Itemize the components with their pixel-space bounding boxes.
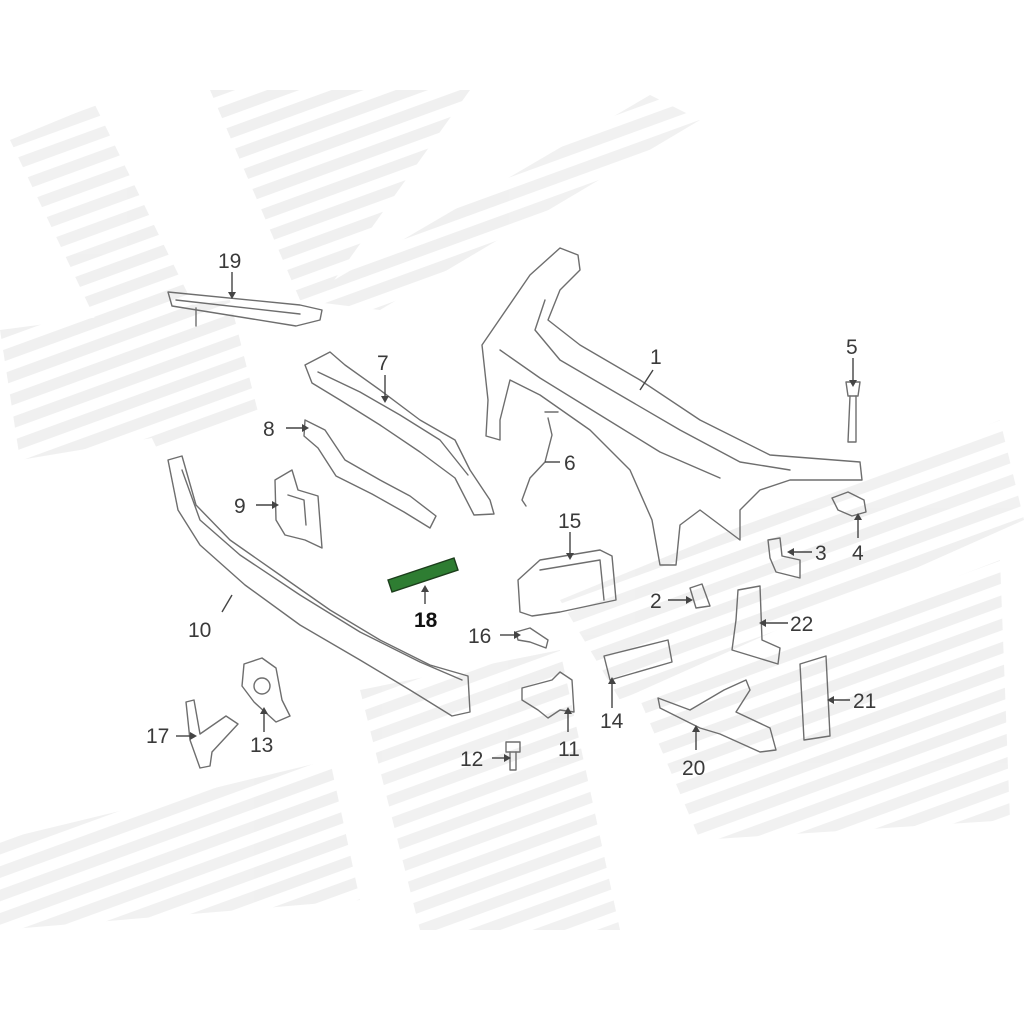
part-17-bracket <box>185 699 239 769</box>
part-2-clip <box>689 583 711 609</box>
callout-15: 15 <box>558 510 581 533</box>
part-16-clip <box>515 627 549 649</box>
callout-2: 2 <box>650 590 662 613</box>
part-3-bracket <box>767 537 801 579</box>
part-8-support-strip <box>303 419 437 529</box>
callout-17: 17 <box>146 725 169 748</box>
callout-12: 12 <box>460 748 483 771</box>
part-6-cable <box>521 411 559 507</box>
part-1-front-carrier <box>481 247 863 566</box>
part-4-mount <box>831 491 867 517</box>
part-18-highlighted-strip[interactable] <box>387 557 459 593</box>
callout-20: 20 <box>682 757 705 780</box>
part-12-bolt <box>505 741 521 771</box>
callout-4: 4 <box>852 542 864 565</box>
leader-lines <box>176 272 859 759</box>
part-13-bracket <box>241 657 291 723</box>
callout-22: 22 <box>790 613 813 636</box>
part-14-foam-block <box>603 639 673 681</box>
part-9-bracket <box>274 469 323 549</box>
part-7-upper-crossmember <box>304 351 495 516</box>
arrowheads <box>190 292 862 762</box>
callout-9: 9 <box>234 495 246 518</box>
callout-10: 10 <box>188 619 211 642</box>
part-20-arm <box>657 679 777 753</box>
callout-13: 13 <box>250 734 273 757</box>
part-22-plate <box>731 585 781 665</box>
callout-6: 6 <box>564 452 576 475</box>
callout-5: 5 <box>846 336 858 359</box>
part-5-bolt <box>845 381 861 443</box>
callout-14: 14 <box>600 710 624 733</box>
part-15-bracket <box>517 549 617 617</box>
callout-21: 21 <box>853 690 876 713</box>
callouts: 19 7 8 9 10 1 6 5 4 3 2 15 22 16 14 21 1… <box>146 250 876 780</box>
callout-3: 3 <box>815 542 827 565</box>
callout-7: 7 <box>377 352 389 375</box>
watermark <box>0 90 1024 930</box>
callout-19: 19 <box>218 250 241 273</box>
callout-11: 11 <box>558 738 580 761</box>
callout-18: 18 <box>414 609 438 632</box>
callout-1: 1 <box>650 346 662 369</box>
part-19-bracket <box>167 291 323 327</box>
callout-8: 8 <box>263 418 275 441</box>
part-21-column <box>799 655 831 741</box>
callout-16: 16 <box>468 625 491 648</box>
part-10-bumper-beam <box>167 455 471 717</box>
